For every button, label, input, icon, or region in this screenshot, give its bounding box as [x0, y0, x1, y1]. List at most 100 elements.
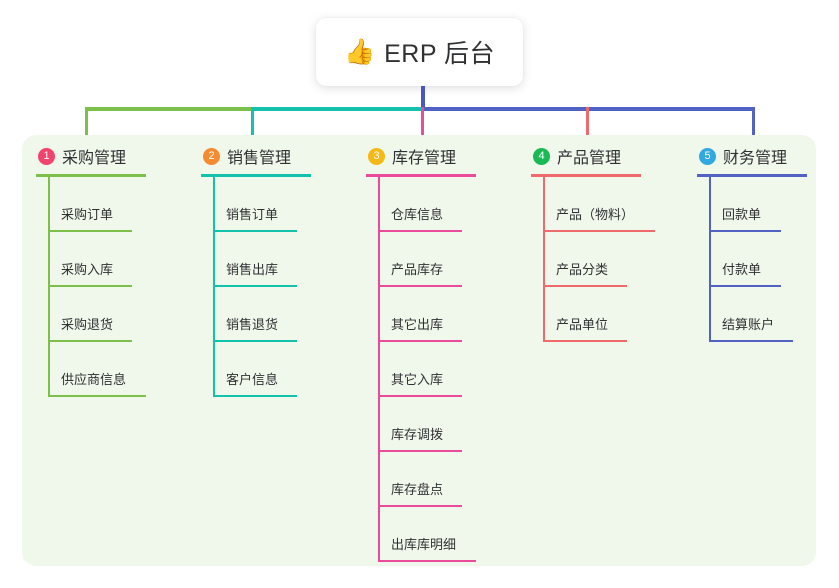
branch-items-4: 产品（物料） 产品分类产品单位: [531, 177, 691, 342]
branch-rule-5: [697, 174, 807, 177]
leaf-node-rule: [213, 340, 297, 342]
leaf-node-label: 供应商信息: [61, 372, 127, 387]
branch-column-5: 5 财务管理 回款单付款单结算账户: [697, 143, 839, 342]
branch-rule-2: [201, 174, 311, 177]
leaf-node-rule: [543, 340, 627, 342]
leaf-node-rule: [543, 230, 655, 232]
leaf-node-rule: [378, 340, 462, 342]
leaf-node-label: 库存盘点: [391, 482, 444, 497]
connector-drop-5: [752, 107, 755, 140]
branch-column-4: 4 产品管理 产品（物料） 产品分类产品单位: [531, 143, 691, 342]
leaf-node-label: 结算账户: [722, 317, 775, 332]
leaf-node-rule: [213, 230, 297, 232]
connector-drop-1: [85, 107, 88, 140]
leaf-node[interactable]: 采购入库: [36, 232, 196, 287]
leaf-node-label: 其它入库: [391, 372, 444, 387]
leaf-node-label: 客户信息: [226, 372, 279, 387]
leaf-node[interactable]: 其它出库: [366, 287, 526, 342]
connector-drop-2: [251, 107, 254, 140]
diagram-panel: [22, 135, 816, 566]
branch-title-3: 库存管理: [392, 150, 457, 167]
leaf-node[interactable]: 回款单: [697, 177, 839, 232]
leaf-node-rule: [48, 395, 146, 397]
branch-title-5: 财务管理: [723, 150, 788, 167]
branch-spine-2: [213, 177, 215, 397]
leaf-node[interactable]: 供应商信息: [36, 342, 196, 397]
leaf-node[interactable]: 出库库明细: [366, 507, 526, 562]
leaf-node[interactable]: 库存盘点: [366, 452, 526, 507]
branch-header-5[interactable]: 5 财务管理: [697, 143, 839, 169]
leaf-node-label: 采购退货: [61, 317, 114, 332]
leaf-node-label: 产品分类: [556, 262, 609, 277]
leaf-node[interactable]: 销售退货: [201, 287, 361, 342]
leaf-node[interactable]: 其它入库: [366, 342, 526, 397]
leaf-node[interactable]: 库存调拨: [366, 397, 526, 452]
branch-spine-5: [709, 177, 711, 342]
leaf-node[interactable]: 产品（物料）: [531, 177, 691, 232]
leaf-node-rule: [709, 230, 781, 232]
leaf-node-rule: [48, 340, 132, 342]
leaf-node[interactable]: 产品单位: [531, 287, 691, 342]
branch-spine-3: [378, 177, 380, 562]
leaf-node[interactable]: 采购订单: [36, 177, 196, 232]
leaf-node-label: 采购入库: [61, 262, 114, 277]
branch-header-2[interactable]: 2 销售管理: [201, 143, 361, 169]
leaf-node-label: 仓库信息: [391, 207, 444, 222]
leaf-node-label: 库存调拨: [391, 427, 444, 442]
leaf-node-label: 出库库明细: [391, 537, 457, 552]
leaf-node[interactable]: 产品库存: [366, 232, 526, 287]
branch-header-1[interactable]: 1 采购管理: [36, 143, 196, 169]
leaf-node-rule: [213, 285, 297, 287]
leaf-node[interactable]: 结算账户: [697, 287, 839, 342]
leaf-node[interactable]: 销售订单: [201, 177, 361, 232]
leaf-node[interactable]: 仓库信息: [366, 177, 526, 232]
leaf-node-label: 回款单: [722, 207, 762, 222]
branch-items-3: 仓库信息产品库存其它出库其它入库库存调拨库存盘点出库库明细: [366, 177, 526, 562]
leaf-node-label: 产品库存: [391, 262, 444, 277]
leaf-node[interactable]: 采购退货: [36, 287, 196, 342]
branch-badge-1: 1: [38, 147, 55, 165]
leaf-node[interactable]: 产品分类: [531, 232, 691, 287]
leaf-node[interactable]: 销售出库: [201, 232, 361, 287]
connector-bus-segment-b: [251, 107, 425, 111]
leaf-node-rule: [378, 450, 462, 452]
leaf-node-rule: [378, 395, 462, 397]
branch-column-2: 2 销售管理 销售订单销售出库销售退货客户信息: [201, 143, 361, 397]
leaf-node-label: 付款单: [722, 262, 762, 277]
leaf-node-label: 产品单位: [556, 317, 609, 332]
branch-title-1: 采购管理: [62, 150, 127, 167]
connector-root-stem: [421, 86, 425, 109]
branch-title-2: 销售管理: [227, 150, 292, 167]
leaf-node-label: 销售出库: [226, 262, 279, 277]
leaf-node-label: 采购订单: [61, 207, 114, 222]
leaf-node-label: 销售退货: [226, 317, 279, 332]
branch-title-4: 产品管理: [557, 150, 622, 167]
leaf-node-label: 其它出库: [391, 317, 444, 332]
thumbs-up-icon: 👍: [343, 37, 376, 66]
leaf-node[interactable]: 客户信息: [201, 342, 361, 397]
branch-items-1: 采购订单采购入库采购退货供应商信息: [36, 177, 196, 397]
branch-badge-3: 3: [368, 147, 385, 165]
leaf-node-rule: [48, 285, 132, 287]
branch-header-4[interactable]: 4 产品管理: [531, 143, 691, 169]
leaf-node-label: 产品（物料）: [556, 207, 635, 222]
branch-column-3: 3 库存管理 仓库信息产品库存其它出库其它入库库存调拨库存盘点出库库明细: [366, 143, 526, 562]
branch-column-1: 1 采购管理 采购订单采购入库采购退货供应商信息: [36, 143, 196, 397]
branch-rule-1: [36, 174, 146, 177]
leaf-node[interactable]: 付款单: [697, 232, 839, 287]
branch-header-3[interactable]: 3 库存管理: [366, 143, 526, 169]
branch-spine-1: [48, 177, 50, 397]
leaf-node-rule: [378, 285, 462, 287]
connector-bus-segment-a: [85, 107, 255, 111]
connector-drop-4: [586, 107, 589, 140]
branch-badge-4: 4: [533, 147, 550, 165]
root-node[interactable]: 👍 ERP 后台: [316, 18, 523, 86]
leaf-node-rule: [378, 560, 476, 562]
root-node-title: ERP 后台: [384, 40, 496, 68]
leaf-node-label: 销售订单: [226, 207, 279, 222]
branch-badge-5: 5: [699, 147, 716, 165]
branch-items-5: 回款单付款单结算账户: [697, 177, 839, 342]
leaf-node-rule: [378, 505, 462, 507]
branch-rule-4: [531, 174, 641, 177]
